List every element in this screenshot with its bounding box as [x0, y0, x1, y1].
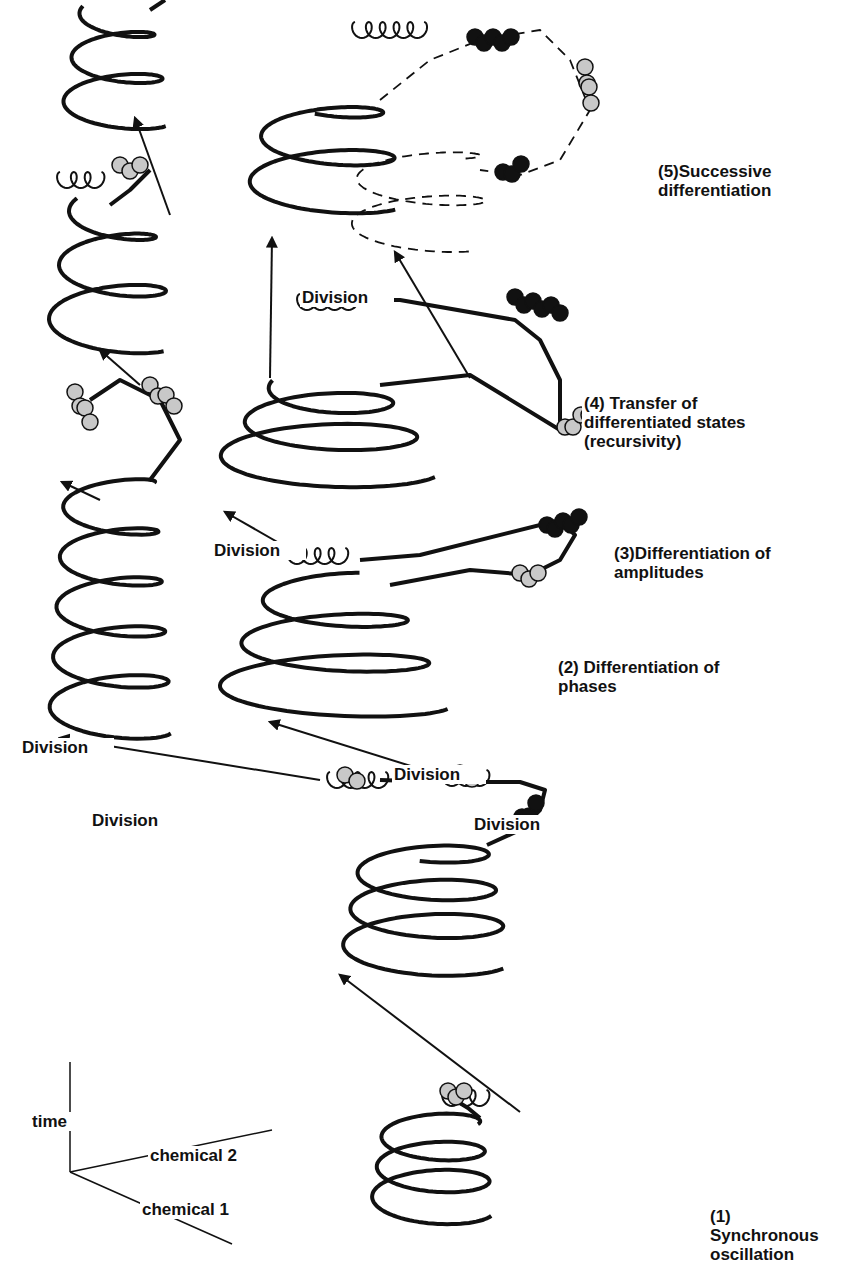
black-bead	[528, 795, 544, 811]
gray-bead	[166, 398, 182, 414]
gray-bead	[349, 773, 365, 789]
oscillation-spiral	[64, 6, 166, 129]
division-label: Division	[90, 811, 184, 830]
small-loop-coil	[327, 772, 388, 788]
division-label: Division	[212, 541, 306, 560]
division-arrow	[340, 975, 520, 1112]
division-arrow	[395, 252, 470, 378]
division-arrow	[100, 350, 140, 385]
trajectory-line	[355, 300, 560, 430]
oscillation-spiral	[50, 479, 171, 739]
black-bead	[503, 29, 519, 45]
oscillation-spiral	[250, 107, 395, 213]
trajectory-line	[150, 0, 165, 10]
axis-label: chemical 2	[148, 1146, 262, 1165]
oscillation-spiral	[221, 380, 435, 487]
division-arrow	[270, 238, 272, 378]
black-bead	[552, 305, 568, 321]
black-bead	[571, 509, 587, 525]
gray-bead	[82, 414, 98, 430]
oscillation-spiral	[372, 1114, 491, 1225]
division-label: Division	[392, 765, 486, 784]
trajectory-line	[380, 30, 590, 175]
black-bead	[513, 156, 529, 172]
oscillation-spiral	[343, 846, 503, 976]
stage-label: (3)Differentiation of amplitudes	[612, 544, 816, 582]
axis-label: time	[30, 1112, 94, 1131]
axes	[70, 1062, 272, 1244]
division-label: Division	[20, 738, 114, 757]
gray-bead	[581, 79, 597, 95]
division-label: Division	[472, 815, 566, 834]
stage-label: (5)Successive differentiation	[656, 162, 840, 200]
axis-label: chemical 1	[140, 1200, 254, 1219]
chemical-2-axis	[70, 1130, 272, 1172]
gray-bead	[530, 565, 546, 581]
division-arrow	[62, 482, 100, 500]
stage-label: (2) Differentiation of phases	[556, 658, 760, 696]
gray-bead	[456, 1083, 472, 1099]
gray-bead	[583, 95, 599, 111]
stage-label: (4) Transfer of differentiated states (r…	[582, 394, 786, 451]
division-arrow	[135, 118, 170, 215]
oscillation-spiral	[352, 152, 486, 252]
small-loop-coil	[352, 22, 427, 38]
gray-bead	[577, 59, 593, 75]
oscillation-spiral	[220, 573, 448, 717]
oscillation-spiral	[49, 198, 166, 353]
trajectory-line	[90, 380, 180, 480]
division-label: Division	[300, 288, 394, 307]
trajectory-line	[470, 782, 545, 845]
small-loop-coil	[57, 172, 104, 188]
stage-label: (1) Synchronous oscillation	[708, 1207, 842, 1264]
gray-bead	[132, 157, 148, 173]
